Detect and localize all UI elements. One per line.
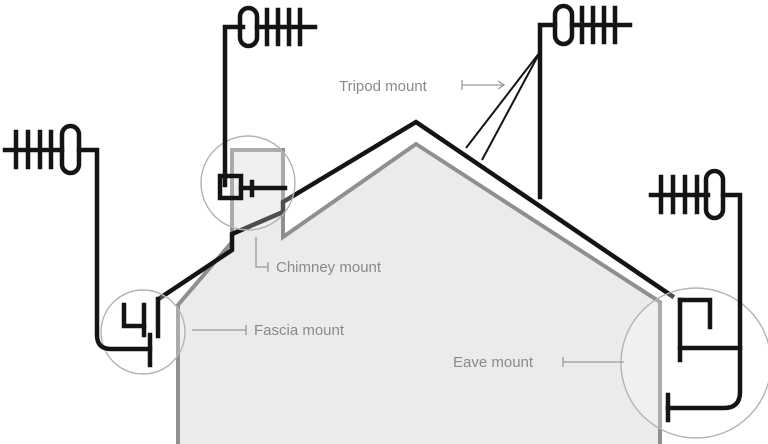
eave-callout-circle [620, 287, 768, 439]
chimney-label-group: Chimney mount [255, 237, 382, 276]
house-outline [176, 141, 662, 444]
chimney-callout-circle [200, 135, 296, 231]
fascia-label-group: Fascia mount [192, 322, 345, 339]
house-wall [178, 144, 660, 444]
fascia-label: Fascia mount [254, 322, 345, 339]
tripod-label: Tripod mount [339, 78, 428, 95]
tripod-label-group: Tripod mount [339, 78, 506, 95]
chimney-label: Chimney mount [276, 259, 382, 276]
house [176, 141, 662, 444]
eave-label: Eave mount [453, 354, 534, 371]
fascia-antenna [2, 123, 161, 368]
eave-label-group: Eave mount [453, 354, 624, 371]
tripod-antenna [465, 3, 633, 200]
roof-line [156, 119, 676, 302]
eave-antenna [648, 168, 743, 423]
chimney-antenna [217, 5, 318, 201]
